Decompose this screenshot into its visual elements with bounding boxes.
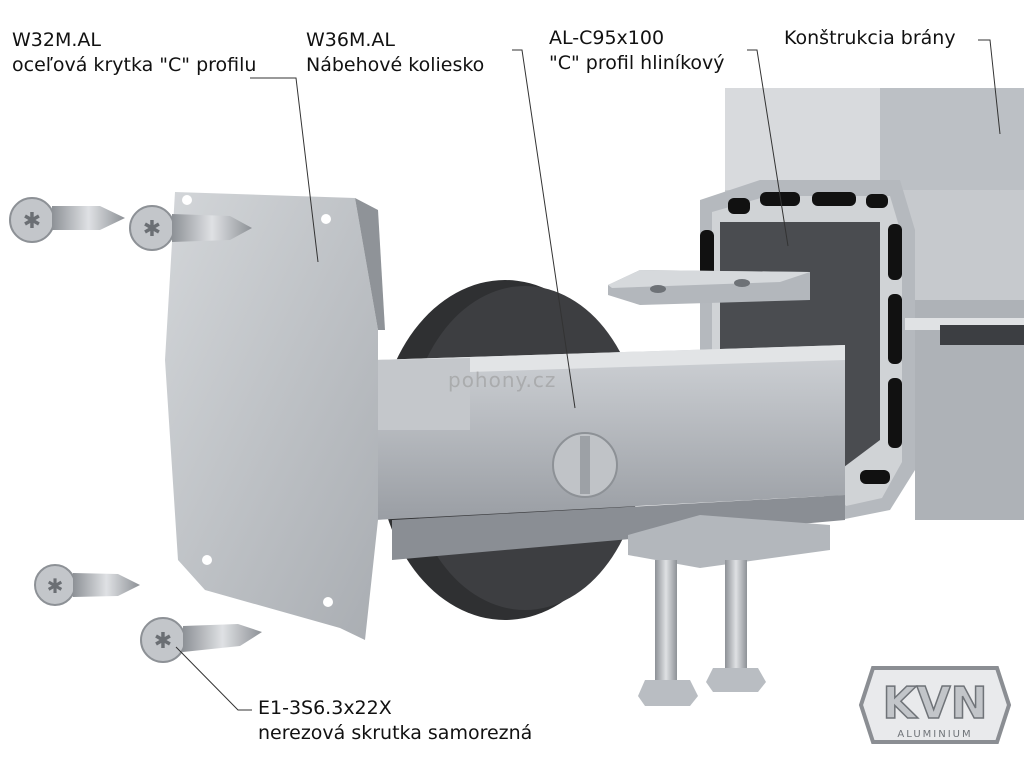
label-konstrukcia-text: Konštrukcia brány bbox=[784, 27, 956, 49]
leader-lines bbox=[175, 39, 1001, 711]
label-e1-desc: nerezová skrutka samorezná bbox=[258, 722, 533, 744]
label-w36m-al: W36M.AL Nábehové koliesko bbox=[306, 28, 484, 78]
end-cap-plate bbox=[165, 192, 385, 640]
svg-text:✱: ✱ bbox=[47, 574, 64, 598]
leader-w36 bbox=[512, 49, 576, 409]
screw-top-left: ✱ bbox=[9, 197, 125, 243]
watermark: pohony.cz bbox=[448, 368, 557, 392]
leader-e1 bbox=[175, 646, 252, 711]
bottom-bracket bbox=[628, 515, 830, 706]
top-bracket bbox=[608, 270, 810, 305]
label-w32m-al: W32M.AL oceľová krytka "C" profilu bbox=[12, 28, 256, 78]
svg-text:✱: ✱ bbox=[143, 217, 161, 242]
logo-subtitle: ALUMINIUM bbox=[897, 729, 972, 740]
label-w36-code: W36M.AL bbox=[306, 29, 395, 51]
leader-alc bbox=[747, 49, 789, 247]
label-alc-code: AL-C95x100 bbox=[549, 27, 665, 49]
screw-bottom-left: ✱ bbox=[34, 564, 140, 606]
support-beam bbox=[375, 345, 845, 560]
screw-top-right: ✱ bbox=[129, 205, 252, 251]
kvn-aluminium-logo: KVN ALUMINIUM bbox=[858, 666, 1012, 744]
label-al-c95x100: AL-C95x100 "C" profil hliníkový bbox=[549, 26, 725, 76]
label-konstrukcia-brany: Konštrukcia brány bbox=[784, 26, 956, 51]
screw-bottom-right: ✱ bbox=[140, 617, 262, 663]
label-e1-code: E1-3S6.3x22X bbox=[258, 697, 392, 719]
logo-letters: KVN bbox=[883, 678, 988, 729]
leader-w32 bbox=[250, 77, 319, 263]
leader-konstrukcia bbox=[978, 39, 1001, 135]
label-alc-desc: "C" profil hliníkový bbox=[549, 52, 725, 74]
svg-text:✱: ✱ bbox=[154, 629, 172, 654]
label-w36-desc: Nábehové koliesko bbox=[306, 54, 485, 76]
svg-text:✱: ✱ bbox=[23, 209, 41, 234]
label-w32-desc: oceľová krytka "C" profilu bbox=[12, 54, 257, 76]
label-e1-screw: E1-3S6.3x22X nerezová skrutka samorezná bbox=[258, 696, 532, 746]
label-w32-code: W32M.AL bbox=[12, 29, 101, 51]
